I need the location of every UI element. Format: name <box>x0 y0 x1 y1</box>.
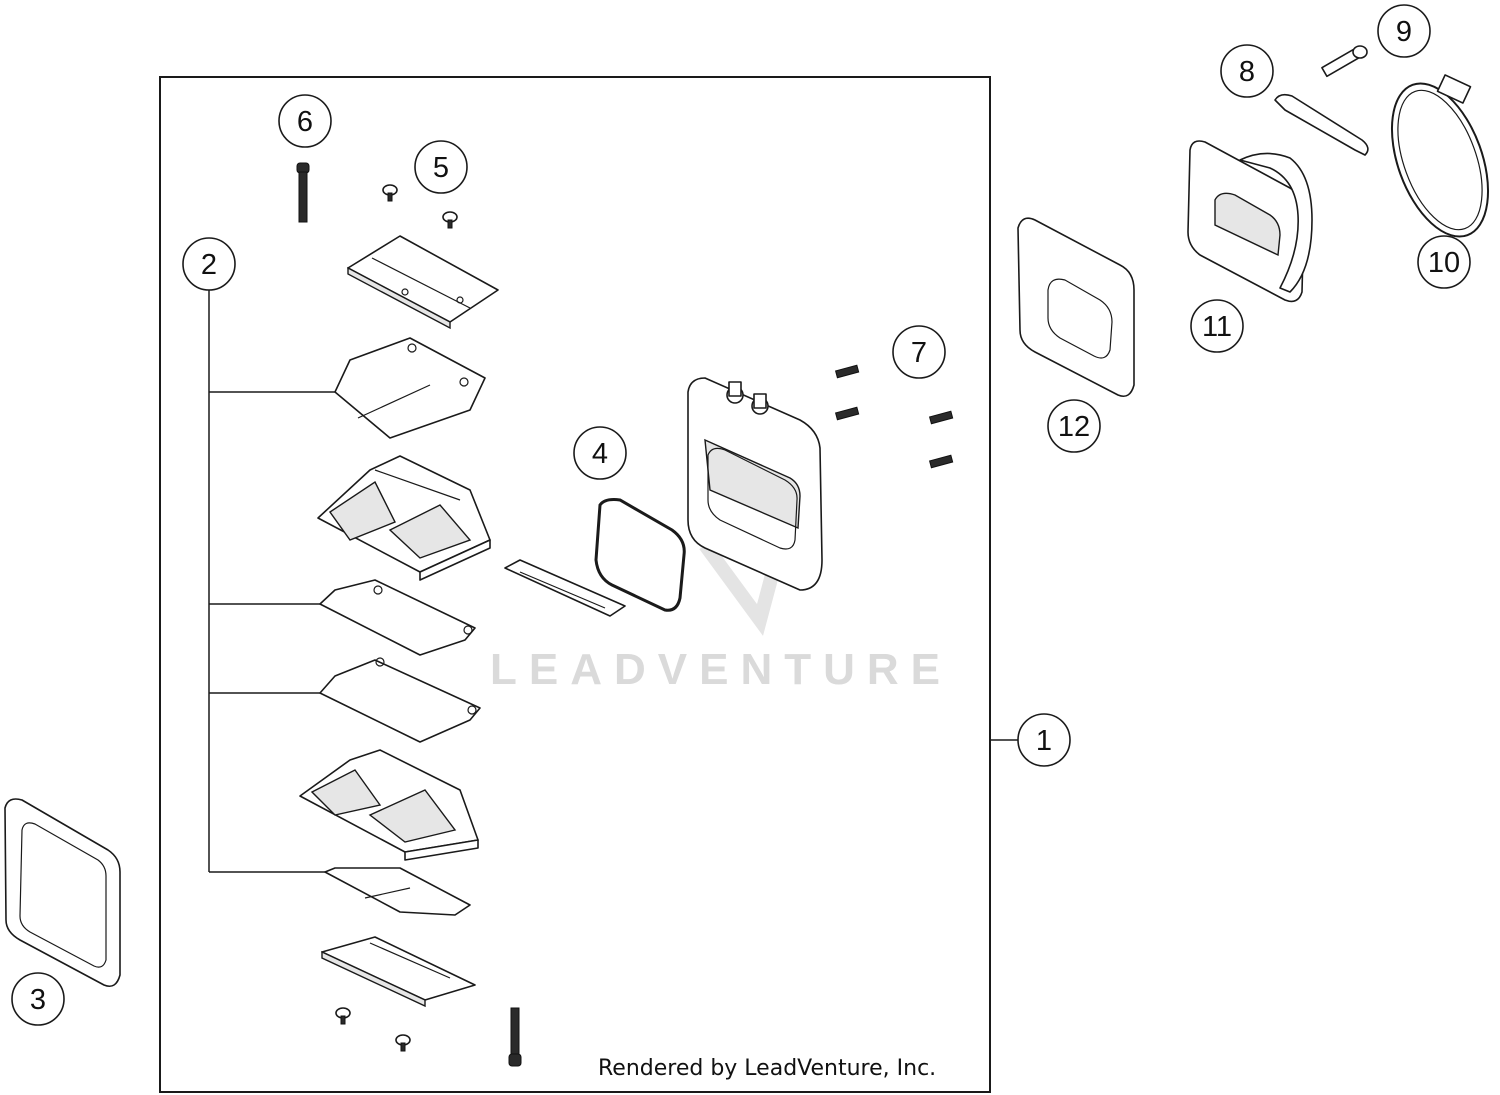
reed-petal-middle <box>319 579 476 656</box>
svg-text:5: 5 <box>433 152 449 184</box>
svg-text:1: 1 <box>1036 725 1052 757</box>
callout-10: 10 <box>1417 235 1471 289</box>
gasket-part-12 <box>1017 217 1135 398</box>
intake-flange-part-11 <box>1187 140 1313 303</box>
callout-5: 5 <box>414 140 468 194</box>
bolt-part-6 <box>296 162 310 223</box>
callout-2: 2 <box>182 237 236 291</box>
bolt-part-9 <box>1321 45 1368 78</box>
svg-text:6: 6 <box>297 106 313 138</box>
svg-text:7: 7 <box>911 337 927 369</box>
reed-stopper-plate-top <box>347 235 499 330</box>
gasket-part-3 <box>4 798 121 988</box>
spacer-strip <box>504 559 626 617</box>
reed-block-upper <box>317 455 491 581</box>
callout-11: 11 <box>1190 299 1244 353</box>
reed-housing <box>687 377 823 591</box>
screws-part-5 <box>382 184 458 229</box>
callout-9: 9 <box>1377 4 1431 58</box>
reed-stopper-plate-bottom <box>321 936 476 1008</box>
hose-clamp-part-10 <box>1390 74 1490 238</box>
screws-part-7 <box>834 364 954 469</box>
svg-text:9: 9 <box>1396 16 1412 48</box>
svg-text:10: 10 <box>1428 247 1460 279</box>
callout-1: 1 <box>1017 713 1071 767</box>
assembly-frame <box>159 76 991 1093</box>
svg-text:3: 3 <box>30 984 46 1016</box>
bottom-screws <box>335 1007 411 1052</box>
clip-part-8 <box>1274 93 1369 156</box>
reed-block-lower <box>299 749 479 861</box>
reed-petal-bottom <box>324 867 471 916</box>
svg-text:8: 8 <box>1239 56 1255 88</box>
callout-8: 8 <box>1220 44 1274 98</box>
callout-6: 6 <box>278 94 332 148</box>
seal-ring-part-4 <box>594 498 686 612</box>
reed-petal-lower <box>319 657 481 743</box>
reed-petal-upper <box>334 337 486 439</box>
svg-text:2: 2 <box>201 249 217 281</box>
callout-7: 7 <box>892 325 946 379</box>
leader-bracket-2 <box>208 290 335 873</box>
callout-4: 4 <box>573 426 627 480</box>
bottom-bolt <box>508 1007 522 1067</box>
watermark-text: LEADVENTURE <box>490 645 952 694</box>
callout-12: 12 <box>1047 399 1101 453</box>
svg-text:12: 12 <box>1058 411 1090 443</box>
callout-3: 3 <box>11 972 65 1026</box>
svg-text:4: 4 <box>592 438 608 470</box>
svg-text:11: 11 <box>1202 311 1232 343</box>
credit-text: Rendered by LeadVenture, Inc. <box>598 1056 936 1081</box>
